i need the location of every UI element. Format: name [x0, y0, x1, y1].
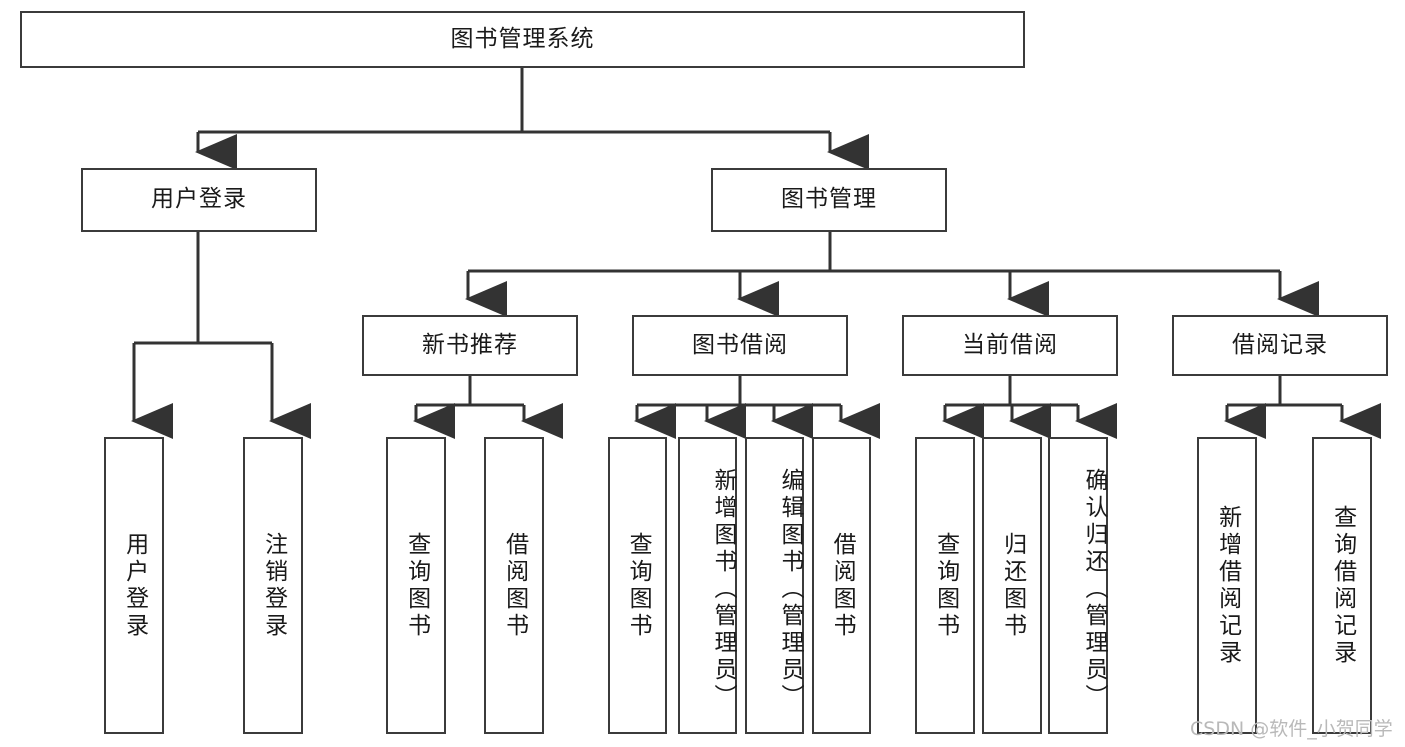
node-leaf-return-book-label: 归还图书	[999, 531, 1026, 640]
node-leaf-add-book-label: 新增图书（管理员）	[710, 468, 736, 711]
node-leaf-borrow-book-2[interactable]: 借阅图书	[812, 437, 871, 734]
node-book-borrow-label: 图书借阅	[692, 331, 788, 358]
node-leaf-return-book[interactable]: 归还图书	[982, 437, 1042, 734]
node-borrow-record-label: 借阅记录	[1232, 331, 1328, 358]
node-leaf-add-book[interactable]: 新增图书（管理员）	[678, 437, 737, 734]
node-new-book-recommend-label: 新书推荐	[422, 331, 518, 358]
node-leaf-query-book-1[interactable]: 查询图书	[386, 437, 446, 734]
node-leaf-query-book-3[interactable]: 查询图书	[915, 437, 975, 734]
node-leaf-user-login-label: 用户登录	[121, 531, 148, 640]
node-leaf-confirm-return[interactable]: 确认归还（管理员）	[1048, 437, 1108, 734]
node-leaf-borrow-book-1[interactable]: 借阅图书	[484, 437, 544, 734]
node-leaf-user-logout[interactable]: 注销登录	[243, 437, 303, 734]
node-leaf-user-logout-label: 注销登录	[260, 531, 287, 640]
node-leaf-borrow-book-1-label: 借阅图书	[501, 531, 528, 640]
node-leaf-query-record-label: 查询借阅记录	[1329, 504, 1356, 667]
node-root[interactable]: 图书管理系统	[20, 11, 1025, 68]
node-leaf-query-book-3-label: 查询图书	[932, 531, 959, 640]
node-new-book-recommend[interactable]: 新书推荐	[362, 315, 578, 376]
node-leaf-edit-book-label: 编辑图书（管理员）	[777, 468, 803, 711]
node-leaf-borrow-book-2-label: 借阅图书	[829, 531, 856, 640]
node-leaf-user-login[interactable]: 用户登录	[104, 437, 164, 734]
node-borrow-record[interactable]: 借阅记录	[1172, 315, 1388, 376]
node-leaf-add-record-label: 新增借阅记录	[1214, 504, 1241, 667]
node-leaf-edit-book[interactable]: 编辑图书（管理员）	[745, 437, 804, 734]
node-current-borrow-label: 当前借阅	[962, 331, 1058, 358]
node-leaf-query-book-2[interactable]: 查询图书	[608, 437, 667, 734]
node-leaf-query-book-1-label: 查询图书	[403, 531, 430, 640]
node-book-management[interactable]: 图书管理	[711, 168, 947, 232]
node-user-login[interactable]: 用户登录	[81, 168, 317, 232]
node-book-management-label: 图书管理	[781, 186, 877, 213]
node-book-borrow[interactable]: 图书借阅	[632, 315, 848, 376]
node-leaf-confirm-return-label: 确认归还（管理员）	[1081, 468, 1107, 711]
node-leaf-query-record[interactable]: 查询借阅记录	[1312, 437, 1372, 734]
node-root-label: 图书管理系统	[450, 25, 595, 52]
node-leaf-query-book-2-label: 查询图书	[625, 531, 652, 640]
node-user-login-label: 用户登录	[151, 186, 247, 213]
csdn-watermark: CSDN @软件_小贺同学	[1190, 718, 1393, 740]
node-current-borrow[interactable]: 当前借阅	[902, 315, 1118, 376]
node-leaf-add-record[interactable]: 新增借阅记录	[1197, 437, 1257, 734]
